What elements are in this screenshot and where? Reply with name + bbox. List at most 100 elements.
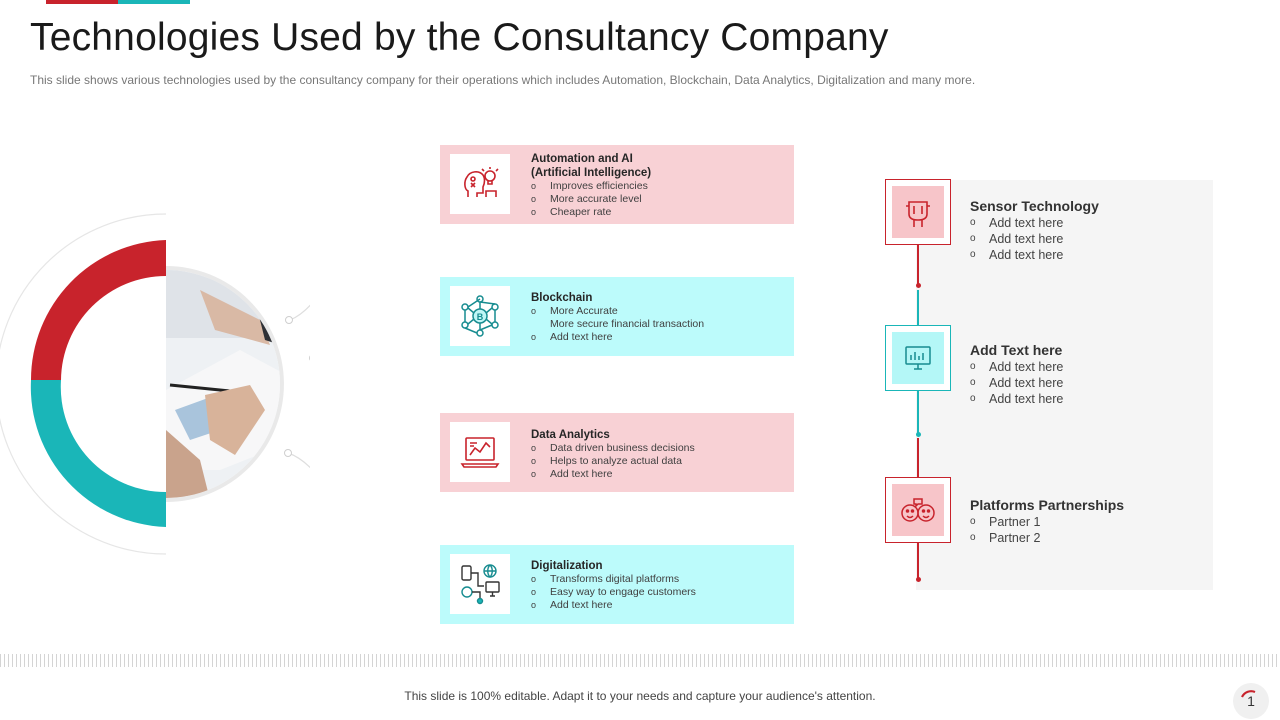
list-item-text: Add text here	[989, 392, 1064, 406]
timeline-line	[917, 543, 919, 579]
list-item-text: Add text here	[550, 467, 613, 480]
left-ring-graphic	[0, 213, 310, 555]
list-item-text: Add text here	[989, 216, 1064, 230]
bullet-marker: o	[970, 249, 976, 260]
sensor-chip-icon	[906, 201, 930, 227]
list-item: o Add text here	[970, 391, 1200, 407]
bullet-marker: o	[531, 586, 537, 597]
ring-red-segment	[30, 240, 166, 380]
bullet-marker: o	[970, 217, 976, 228]
bullet-marker: o	[531, 574, 537, 584]
list-item: o Add text here	[531, 599, 786, 612]
digital-devices-icon	[461, 564, 500, 605]
bullet-marker: o	[531, 455, 537, 466]
list-item: o Add text here	[531, 468, 786, 481]
list-item: o Add text here	[970, 359, 1200, 375]
list-item-text: Add text here	[989, 376, 1064, 390]
timeline-line	[917, 438, 919, 477]
card-title: Blockchain	[531, 292, 593, 304]
list-item-text: Add text here	[989, 248, 1064, 262]
list-item: o Add text here	[970, 247, 1200, 263]
card-title: Digitalization	[531, 560, 603, 572]
right-panel-background	[916, 180, 1213, 590]
list-item: o Easy way to engage customers	[531, 586, 786, 599]
list-item: o Partner 1	[970, 514, 1200, 530]
timeline-line	[917, 290, 919, 325]
bullet-marker: o	[531, 331, 537, 342]
blockchain-network-icon: B	[461, 295, 499, 337]
sensor-icon-frame	[885, 179, 951, 245]
monitor-chart-icon	[905, 346, 931, 370]
bullet-marker: o	[531, 599, 537, 610]
list-item-text: Cheaper rate	[550, 205, 612, 218]
bullet-marker: o	[970, 377, 976, 388]
card-title: Automation and AI (Artificial Intelligen…	[531, 153, 652, 179]
bullet-marker: o	[531, 193, 537, 204]
list-item-text: More Accurate More secure financial tran…	[550, 305, 705, 330]
top-accent-teal	[118, 0, 190, 4]
list-item-text: Data driven business decisions	[550, 442, 695, 454]
right-item-title: Platforms Partnerships	[970, 497, 1125, 513]
card-bullet-list: o More Accurate More secure financial tra…	[531, 305, 786, 343]
partners-icon-frame	[885, 477, 951, 543]
page-title: Technologies Used by the Consultancy Com…	[30, 16, 889, 59]
list-item: o Cheaper rate	[531, 206, 786, 219]
list-item-text: Add text here	[550, 330, 613, 343]
bullet-marker: o	[531, 468, 537, 479]
connector-dots	[284, 316, 310, 457]
list-item: o Add text here	[531, 331, 786, 344]
card-blockchain: B Blockchain o More Accurate More secure …	[440, 277, 794, 356]
ring-teal-segment	[30, 380, 167, 527]
list-item-text: Easy way to engage customers	[550, 585, 696, 598]
timeline-line	[917, 391, 919, 435]
list-item: o Improves efficiencies	[531, 180, 786, 193]
bullet-marker: o	[970, 516, 976, 527]
list-item-text: Add text here	[989, 360, 1064, 374]
card-automation-ai: Automation and AI (Artificial Intelligen…	[440, 145, 794, 224]
bullet-marker: o	[531, 306, 537, 316]
list-item-text: More accurate level	[550, 192, 642, 205]
list-item-text: Add text here	[550, 598, 613, 611]
footer-ruler-bar	[0, 654, 1280, 667]
card-digitalization: Digitalization o Transforms digital platf…	[440, 545, 794, 624]
analytics-laptop-icon	[460, 437, 500, 468]
page-subtitle: This slide shows various technologies us…	[30, 73, 976, 87]
page-progress-arc-icon	[1241, 690, 1256, 698]
list-item: o Transforms digital platforms	[531, 573, 786, 586]
list-item: o Data driven business decisions	[531, 442, 786, 455]
right-item-title: Sensor Technology	[970, 198, 1099, 214]
bullet-marker: o	[531, 181, 537, 191]
list-item-text: Improves efficiencies	[550, 180, 648, 192]
list-item-text: Transforms digital platforms	[550, 573, 680, 585]
card-icon-box	[450, 154, 510, 214]
card-icon-box: B	[450, 286, 510, 346]
list-item: o More Accurate More secure financial tra…	[531, 305, 786, 331]
right-item-title: Add Text here	[970, 342, 1063, 358]
card-title: Data Analytics	[531, 429, 610, 441]
partners-faces-icon	[901, 498, 935, 522]
list-item-text: Partner 1	[989, 515, 1041, 529]
bullet-marker: o	[970, 393, 976, 404]
connector-lines	[287, 304, 310, 469]
business-photo	[166, 270, 280, 498]
footer-note: This slide is 100% editable. Adapt it to…	[404, 689, 876, 703]
bullet-marker: o	[531, 443, 537, 453]
right-item-partnerships: Platforms Partnerships o Partner 1 o Partn…	[970, 496, 1200, 546]
card-data-analytics: Data Analytics o Data driven business dec…	[440, 413, 794, 492]
outer-thin-arc	[0, 213, 167, 555]
top-accent-red	[46, 0, 118, 4]
bullet-marker: o	[970, 361, 976, 372]
bullet-marker: o	[531, 206, 537, 217]
list-item-text: Helps to analyze actual data	[550, 454, 682, 467]
card-icon-box	[450, 422, 510, 482]
timeline-dot	[915, 432, 921, 437]
list-item: o More accurate level	[531, 193, 786, 206]
list-item: o Helps to analyze actual data	[531, 455, 786, 468]
